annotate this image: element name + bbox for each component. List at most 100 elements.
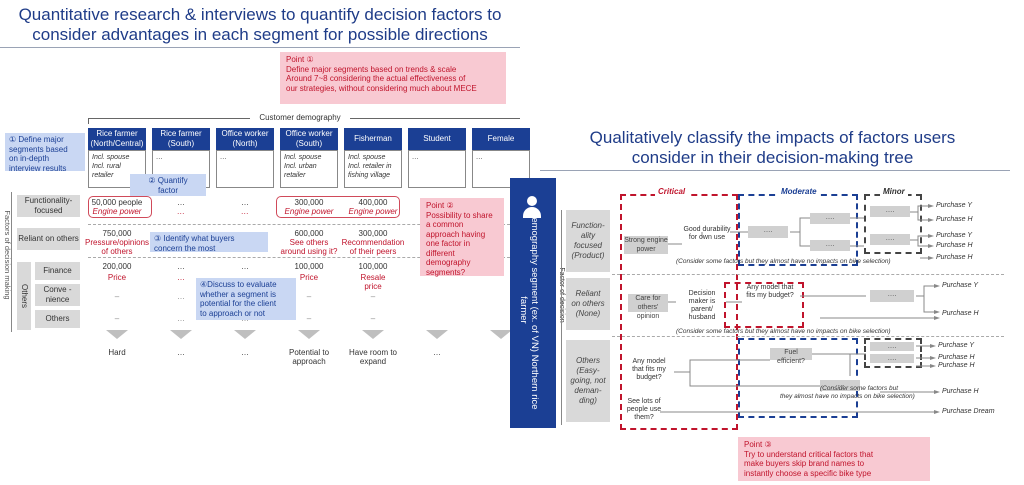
node-care-others: Care for others' opinion (628, 294, 668, 320)
finance-value: 100,000 (358, 262, 388, 271)
functionality-factor: Engine power (92, 207, 142, 216)
point3-line2: make buyers skip brand names to (744, 459, 865, 468)
functionality-factor: … (177, 207, 185, 216)
node-dots-4: …. (870, 206, 910, 217)
rrow-reliant: Reliant on others (None) (566, 278, 610, 330)
point3-note: Point ③ Try to understand critical facto… (738, 437, 930, 481)
node-dots-7: …. (870, 342, 914, 351)
down-arrow-icon (170, 330, 192, 339)
segment-header-line1: Office worker (221, 129, 269, 138)
demography-label: Customer demography (250, 113, 350, 122)
down-arrow-icon (234, 330, 256, 339)
rrow2-l1: Reliant (575, 289, 601, 298)
point1-note: Point ① Define major segments based on t… (280, 52, 506, 104)
right-title-underline (540, 170, 1010, 171)
point1-line1: Define major segments based on trends & … (286, 64, 457, 74)
point2-line3: approach having (426, 229, 486, 239)
down-arrow-icon (298, 330, 320, 339)
segment-header-line1: Fisherman (354, 134, 392, 143)
purchase-label: Purchase Y (938, 342, 975, 349)
convenience-value: – (306, 292, 312, 301)
segment-detail-line: Incl. spouse (348, 154, 386, 161)
point2-line1: Possibility to share (426, 210, 493, 220)
node-decision-maker: Decision maker is parent/ husband (688, 290, 716, 321)
right-title-line2: consider in their decision-making tree (631, 148, 914, 167)
factor-bracket (561, 210, 562, 425)
segment-header: Rice farmer(North/Central) (88, 128, 146, 150)
down-arrow-icon (106, 330, 128, 339)
segment-detail-line: Incl. rural (92, 163, 121, 170)
segment-header: Rice farmer(South) (152, 128, 210, 150)
rrow3-l1: Others (575, 356, 600, 365)
finance-value: … (177, 262, 185, 271)
point2-line2: a common (426, 220, 464, 229)
segment-header: Office worker(North) (216, 128, 274, 150)
reliant-factor: Pressure/opinions of others (85, 238, 150, 256)
rrow3-l2: (Easy- (576, 366, 600, 375)
note1-line2: segments based (9, 144, 68, 154)
finance-factor: … (177, 273, 185, 282)
purchase-label: Purchase H (936, 254, 973, 261)
convenience-value: – (114, 292, 120, 301)
others-value: … (177, 314, 185, 323)
evaluation-outcome: Potential to approach (288, 348, 330, 366)
others-value: – (306, 314, 312, 323)
down-arrow-icon (490, 330, 512, 339)
left-title: Quantitative research & interviews to qu… (0, 5, 520, 45)
note-define-segments: ① Define major segments based on in-dept… (5, 133, 85, 173)
segment-header-line1: Rice farmer (96, 129, 138, 138)
row-others: Others (35, 310, 80, 328)
finance-factor: Resale price (360, 273, 386, 291)
segment-header-line1: Student (423, 134, 451, 143)
consider-note-1: (Consider some factors but they almost h… (676, 258, 891, 265)
others-value: – (370, 314, 376, 323)
node-dots-5: …. (870, 234, 910, 245)
note4-line1: ④Discuss to evaluate (200, 280, 277, 289)
person-icon (523, 196, 541, 218)
reliant-value: 600,000 (294, 229, 324, 238)
segment-bar: Demography segment (ex. of VN) Northern … (510, 178, 556, 428)
point2-head: Point ② (426, 201, 454, 210)
node-good-durability: Good durability for own use (683, 226, 731, 241)
point2-line4: one factor in (426, 239, 471, 248)
functionality-value: 400,000 (358, 198, 388, 207)
segment-header-line1: Office worker (285, 129, 333, 138)
note2-line1: ② Quantify (148, 176, 188, 185)
convenience-value: … (177, 292, 185, 301)
segment-header-line2: (South) (167, 139, 195, 148)
segment-header: Fisherman (344, 128, 402, 150)
note1-line3: on in-depth (9, 154, 50, 163)
demography-bracket-left (88, 118, 89, 124)
segment-header-line2: (South) (295, 139, 323, 148)
row-finance: Finance (35, 262, 80, 280)
minor-box-lower (864, 338, 922, 368)
rrow3-l3: going, not (570, 376, 606, 385)
row-functionality: Functionality-focused (17, 195, 80, 217)
purchase-label: Purchase Y (936, 202, 973, 209)
consider-note-2: (Consider some factors but they almost h… (676, 328, 891, 335)
finance-factor: Price (107, 273, 127, 282)
reliant-value: 750,000 (102, 229, 132, 238)
consider-note-3a: (Consider some factors but (820, 385, 899, 392)
left-title-line2: consider advantages in each segment for … (32, 25, 488, 44)
row-others-group: Others (17, 262, 31, 330)
reliant-value: 300,000 (358, 229, 388, 238)
left-title-underline (0, 47, 520, 48)
finance-value: 100,000 (294, 262, 324, 271)
finance-value: … (241, 262, 249, 271)
segment-header: Office worker(South) (280, 128, 338, 150)
purchase-label: Purchase Y (936, 232, 973, 239)
row-convenience: Conve -nience (35, 284, 80, 306)
node-strong-engine: Strong engine power (624, 236, 668, 254)
segment-detail-line: retailer (92, 172, 114, 179)
segment-header-line1: Female (487, 134, 515, 143)
segment-detail-line: Incl. retailer in (348, 163, 392, 170)
evaluation-outcome: Have room to expand (348, 348, 398, 366)
node-any-model-2: Any model that fits my budget? (632, 358, 666, 381)
note4-line2: whether a segment is (200, 289, 277, 299)
moderate-box-lower (738, 338, 858, 418)
evaluation-outcome: … (177, 348, 185, 357)
